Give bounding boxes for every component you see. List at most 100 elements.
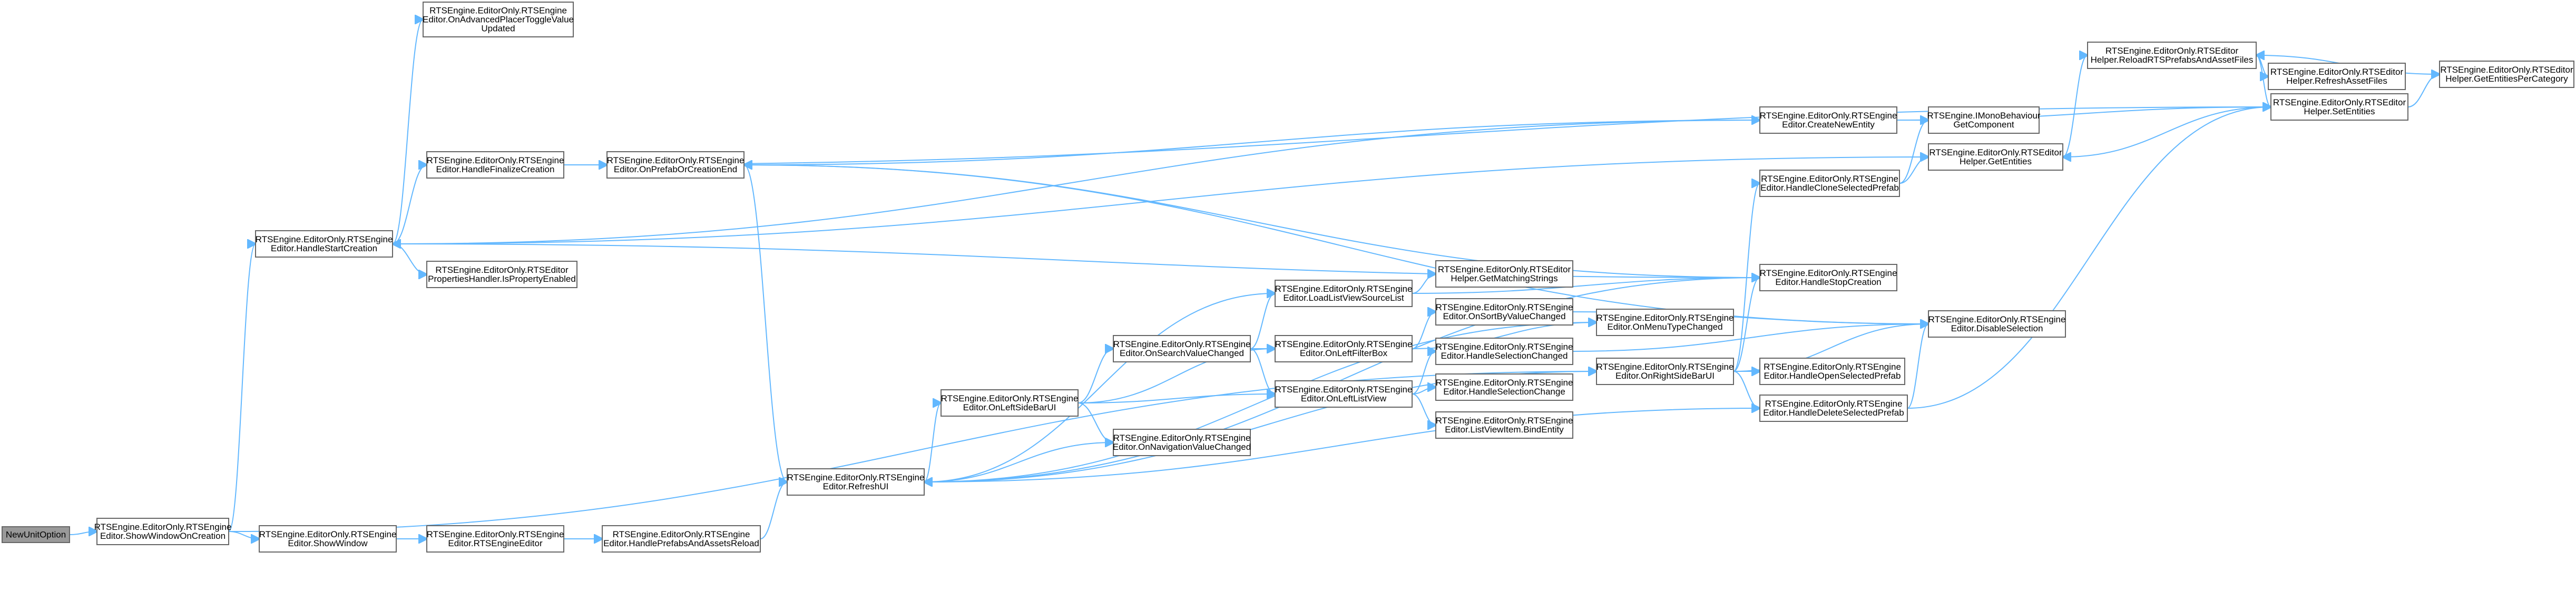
node-get-matching-strings[interactable]: RTSEngine.EditorOnly.RTSEditorHelper.Get… [1435,260,1573,288]
node-handle-clone-selected-prefab[interactable]: RTSEngine.EditorOnly.RTSEngineEditor.Han… [1759,170,1900,197]
node-handle-stop-creation[interactable]: RTSEngine.EditorOnly.RTSEngineEditor.Han… [1759,264,1897,291]
node-load-list-view-source-list[interactable]: RTSEngine.EditorOnly.RTSEngineEditor.Loa… [1275,280,1413,307]
node-label-line: RTSEngine.EditorOnly.RTSEngine [1275,284,1413,294]
node-label-line: Editor.OnRightSideBarUI [1615,371,1715,381]
node-box [96,518,229,545]
node-handle-start-creation[interactable]: RTSEngine.EditorOnly.RTSEngineEditor.Han… [255,230,393,258]
node-label-line: RTSEngine.EditorOnly.RTSEngine [787,472,925,482]
node-box [255,230,393,258]
node-handle-selection-changed[interactable]: RTSEngine.EditorOnly.RTSEngineEditor.Han… [1435,338,1573,365]
node-on-navigation-value-changed[interactable]: RTSEngine.EditorOnly.RTSEngineEditor.OnN… [1113,429,1251,456]
edge-n25-to-n29 [1899,120,1928,184]
node-label-line: Editor.HandleStopCreation [1775,277,1881,287]
edge-n8-to-n10 [760,482,787,539]
node-on-left-list-view[interactable]: RTSEngine.EditorOnly.RTSEngineEditor.OnL… [1275,380,1413,408]
node-get-entities-per-category[interactable]: RTSEngine.EditorOnly.RTSEditorHelper.Get… [2439,61,2574,88]
nodes-layer: NewUnitOption RTSEngine.EditorOnly.RTSEng… [2,2,2574,553]
node-handle-finalize-creation[interactable]: RTSEngine.EditorOnly.RTSEngineEditor.Han… [426,151,564,179]
node-label-line: RTSEngine.EditorOnly.RTSEngine [1113,339,1251,349]
node-box [426,525,564,553]
node-handle-prefabs-and-assets-reload[interactable]: RTSEngine.EditorOnly.RTSEngineEditor.Han… [602,525,761,553]
node-disable-selection[interactable]: RTSEngine.EditorOnly.RTSEngineEditor.Dis… [1928,310,2066,338]
edge-n34-to-n30 [2063,106,2271,157]
node-on-left-side-bar-ui[interactable]: RTSEngine.EditorOnly.RTSEngineEditor.OnL… [941,389,1079,417]
node-handle-selection-change[interactable]: RTSEngine.EditorOnly.RTSEngineEditor.Han… [1435,373,1573,401]
node-label-line: RTSEngine.EditorOnly.RTSEditor [1929,147,2062,157]
edge-n15-to-n18 [1412,312,1436,349]
node-handle-delete-selected-prefab[interactable]: RTSEngine.EditorOnly.RTSEngineEditor.Han… [1759,395,1908,422]
node-label-line: RTSEngine.EditorOnly.RTSEngine [941,393,1079,403]
node-label-line: NewUnitOption [6,530,66,540]
node-box [423,2,574,37]
node-refresh-asset-files[interactable]: RTSEngine.EditorOnly.RTSEditorHelper.Ref… [2268,63,2406,90]
node-refresh-ui[interactable]: RTSEngine.EditorOnly.RTSEngineEditor.Ref… [787,468,925,496]
edge-n1-to-n6 [228,531,259,539]
node-box [1759,106,1897,134]
node-label-line: RTSEngine.EditorOnly.RTSEngine [1436,302,1573,312]
node-is-property-enabled[interactable]: RTSEngine.EditorOnly.RTSEditorProperties… [426,261,577,288]
edge-n26-to-n10 [924,277,1760,482]
node-on-left-filter-box[interactable]: RTSEngine.EditorOnly.RTSEngineEditor.OnL… [1275,335,1413,362]
node-box [1928,106,2040,134]
node-label-line: RTSEngine.EditorOnly.RTSEngine [94,522,232,532]
node-set-entities[interactable]: RTSEngine.EditorOnly.RTSEditorHelper.Set… [2270,93,2408,121]
node-show-window[interactable]: RTSEngine.EditorOnly.RTSEngineEditor.Sho… [259,525,397,553]
edge-n23-to-n26 [1733,278,1760,372]
edge-n11-to-n13 [1078,402,1113,442]
node-label-line: Editor.HandleCloneSelectedPrefab [1760,183,1899,193]
node-box [259,525,397,553]
node-box [1113,335,1251,362]
node-label-line: RTSEngine.EditorOnly.RTSEngine [1761,174,1898,184]
edge-n25-to-n30 [1899,157,1928,184]
node-label-line: Editor.CreateNewEntity [1782,120,1875,130]
node-label-line: RTSEngine.EditorOnly.RTSEngine [1765,399,1903,409]
node-reload-rtsprefabs-and-asset-files[interactable]: RTSEngine.EditorOnly.RTSEditorHelper.Rel… [2087,42,2257,69]
node-on-advanced-placer-toggle-value-updated[interactable]: RTSEngine.EditorOnly.RTSEngineEditor.OnA… [423,2,574,37]
node-new-unit-option[interactable]: NewUnitOption [2,526,70,543]
edge-n2-to-n3 [392,19,423,244]
node-label-line: Editor.HandleStartCreation [271,243,377,253]
node-label-line: Editor.ShowWindow [288,538,368,548]
node-box [1759,395,1908,422]
node-box [787,468,925,496]
node-box [2439,61,2574,88]
node-on-menu-type-changed[interactable]: RTSEngine.EditorOnly.RTSEngineEditor.OnM… [1596,309,1734,336]
node-rtsengine-editor[interactable]: RTSEngine.EditorOnly.RTSEngineEditor.RTS… [426,525,564,553]
node-bind-entity[interactable]: RTSEngine.EditorOnly.RTSEngineEditor.Lis… [1435,411,1573,439]
node-on-sort-by-value-changed[interactable]: RTSEngine.EditorOnly.RTSEngineEditor.OnS… [1435,298,1573,326]
node-label-line: RTSEngine.EditorOnly.RTSEngine [1275,339,1413,349]
node-box [1928,143,2063,171]
node-label-line: RTSEngine.EditorOnly.RTSEditor [435,265,569,275]
edge-n23-to-n28 [1733,371,1760,408]
node-create-new-entity[interactable]: RTSEngine.EditorOnly.RTSEngineEditor.Cre… [1759,106,1897,134]
node-label-line: RTSEngine.EditorOnly.RTSEngine [1113,433,1251,443]
node-handle-open-selected-prefab[interactable]: RTSEngine.EditorOnly.RTSEngineEditor.Han… [1759,358,1905,385]
node-label-line: Editor.HandleSelectionChanged [1441,351,1568,361]
edge-n2-to-n24 [392,120,1760,244]
node-label-line: RTSEngine.IMonoBehaviour [1927,111,2040,121]
node-label-line: GetComponent [1953,120,2014,130]
node-label-line: Editor.DisableSelection [1951,323,2043,333]
edge-n2-to-n5 [392,243,427,274]
node-label-line: RTSEngine.EditorOnly.RTSEngine [1760,268,1897,278]
node-on-right-side-bar-ui[interactable]: RTSEngine.EditorOnly.RTSEngineEditor.OnR… [1596,358,1734,385]
node-label-line: RTSEngine.EditorOnly.RTSEngine [607,155,745,165]
edge-n2-to-n30 [392,157,1928,244]
edge-n16-to-n20 [1412,387,1436,395]
node-on-search-value-changed[interactable]: RTSEngine.EditorOnly.RTSEngineEditor.OnS… [1113,335,1251,362]
node-on-prefab-or-creation-end[interactable]: RTSEngine.EditorOnly.RTSEngineEditor.OnP… [606,151,745,179]
node-box [1435,260,1573,288]
edge-n10-to-n14 [924,293,1275,482]
node-label-line: Updated [481,24,515,34]
edge-n9-to-n10 [743,164,787,482]
node-box [1759,170,1900,197]
node-label-line: Helper.GetEntitiesPerCategory [2445,74,2568,84]
node-show-window-on-creation[interactable]: RTSEngine.EditorOnly.RTSEngineEditor.Sho… [94,518,232,545]
node-label-line: RTSEngine.EditorOnly.RTSEngine [1275,385,1413,395]
node-label-line: RTSEngine.EditorOnly.RTSEditor [1438,264,1571,274]
node-label-line: PropertiesHandler.IsPropertyEnabled [428,274,576,284]
node-box [1435,411,1573,439]
edge-n13-to-n10 [924,442,1114,482]
node-get-entities[interactable]: RTSEngine.EditorOnly.RTSEditorHelper.Get… [1928,143,2063,171]
